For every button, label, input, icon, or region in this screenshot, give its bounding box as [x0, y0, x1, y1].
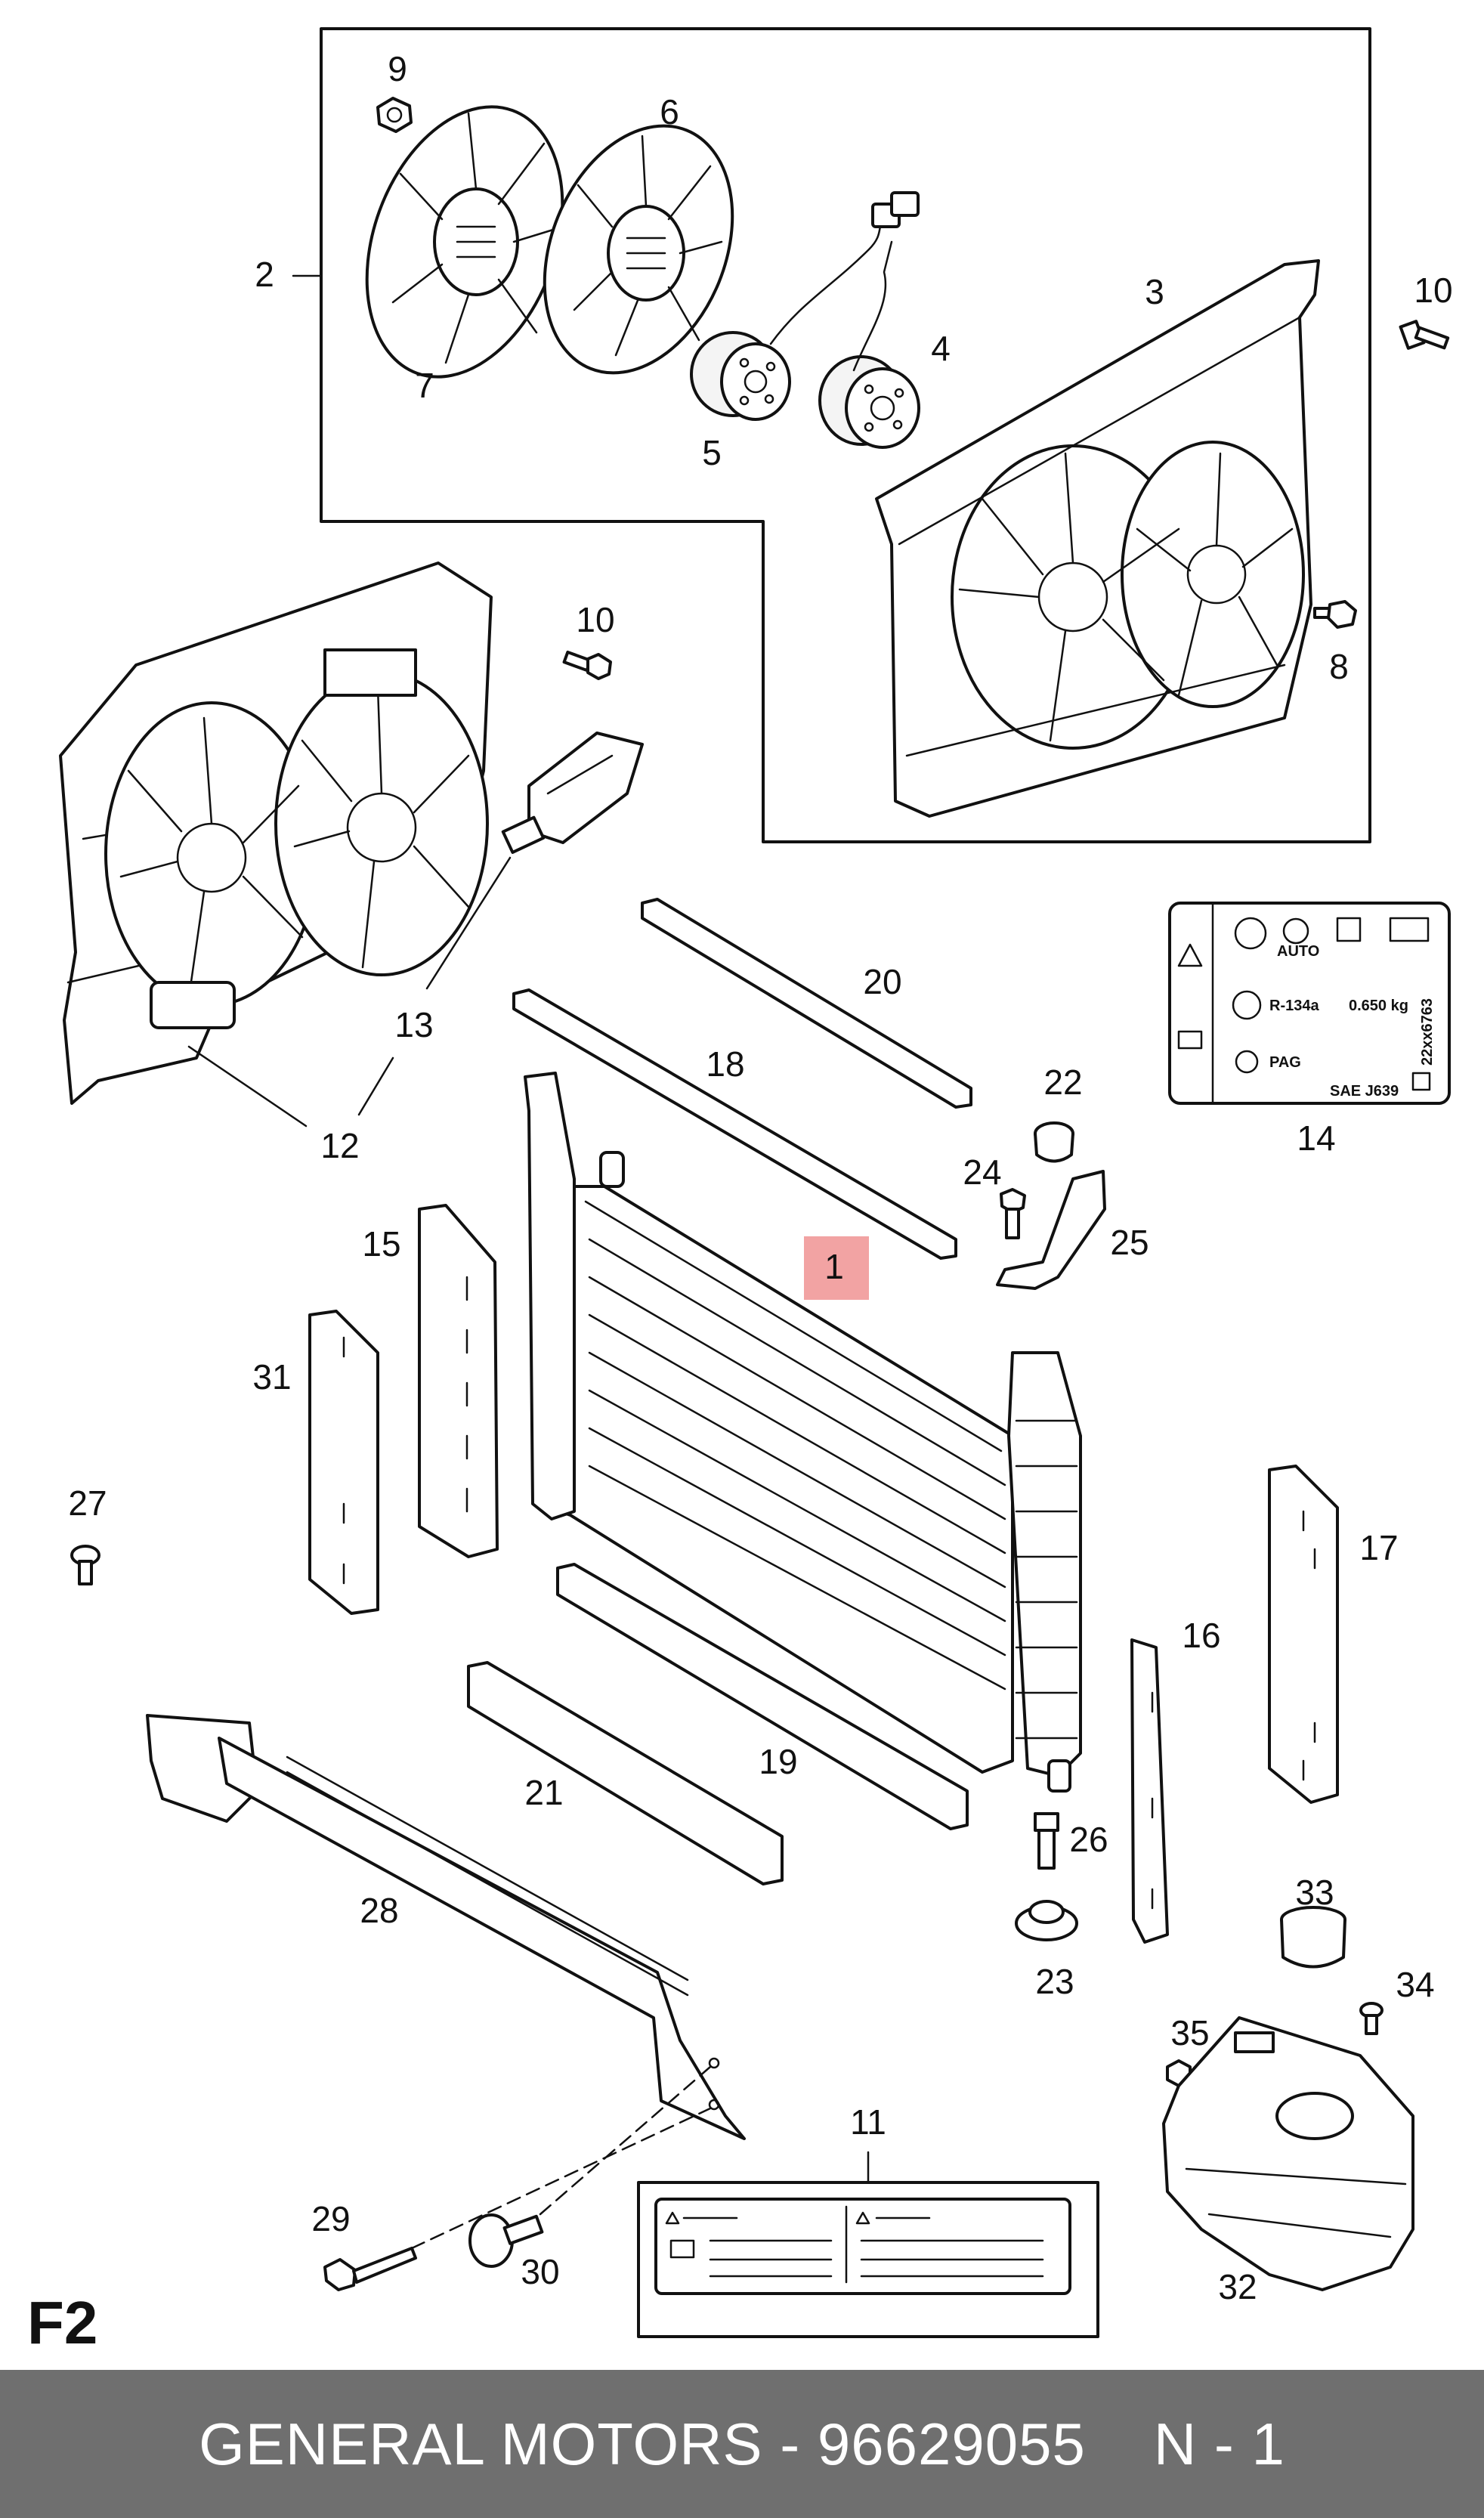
footer-separator: - — [762, 2410, 818, 2477]
callout-15: 15 — [362, 1224, 400, 1264]
footer-sheet: N - 1 — [1153, 2410, 1285, 2477]
callout-9: 9 — [388, 49, 407, 88]
bolt-29-drawing — [323, 2247, 417, 2291]
seal-19-drawing — [556, 1563, 969, 1830]
callout-35: 35 — [1170, 2013, 1209, 2052]
dashed-line — [410, 2065, 712, 2250]
warning-label-11-drawing — [637, 2151, 1099, 2338]
callout-4: 4 — [931, 329, 951, 368]
refrigerant-label-14-drawing — [1168, 902, 1451, 1105]
label14-standard: SAE J639 — [1330, 1083, 1399, 1100]
fan-blade-6-drawing — [543, 124, 734, 375]
footer-brand: GENERAL MOTORS — [199, 2410, 763, 2477]
callout-11: 11 — [850, 2102, 886, 2142]
bracket-25-drawing — [996, 1170, 1106, 1290]
callout-10a: 10 — [1414, 271, 1452, 310]
leader-13 — [357, 856, 512, 1116]
page-code: F2 — [27, 2289, 98, 2356]
callout-16: 16 — [1182, 1616, 1220, 1655]
bracket-slots — [342, 1276, 1316, 1910]
bracket-15-drawing — [418, 1204, 499, 1558]
label14-refrigerant: R-134a — [1269, 998, 1319, 1014]
bolt-27-drawing — [70, 1545, 100, 1585]
footer-part-number: 96629055 — [817, 2410, 1086, 2477]
callout-13: 13 — [394, 1005, 433, 1044]
fan-shroud-3-drawing — [875, 259, 1320, 818]
label14-oil: PAG — [1269, 1054, 1301, 1071]
bracket-17-drawing — [1268, 1465, 1339, 1804]
radiator-1-drawing — [524, 1072, 1082, 1793]
bolt-8-drawing — [1313, 600, 1357, 629]
fan-resistor-13-drawing — [501, 732, 644, 854]
clip-30-drawing — [468, 2213, 544, 2268]
seal-21-drawing — [467, 1661, 784, 1885]
bracket-31-drawing — [308, 1310, 379, 1615]
callout-32: 32 — [1218, 2267, 1257, 2306]
callout-26: 26 — [1069, 1820, 1108, 1859]
nut-9-drawing — [376, 97, 413, 133]
callout-20: 20 — [863, 962, 901, 1001]
callout-7: 7 — [415, 366, 434, 405]
callout-21: 21 — [524, 1773, 563, 1812]
callout-18: 18 — [706, 1044, 744, 1084]
fan-blade-7-drawing — [365, 105, 564, 379]
highlight-part-1 — [804, 1236, 869, 1300]
fan-group-frame — [320, 27, 1371, 843]
callout-33: 33 — [1295, 1873, 1334, 1912]
label14-auto: AUTO — [1277, 943, 1319, 960]
callout-1: 1 — [824, 1247, 844, 1286]
motor-4-drawing — [818, 355, 920, 449]
callout-17: 17 — [1359, 1528, 1398, 1567]
callout-34: 34 — [1396, 1965, 1434, 2004]
seal-20-drawing — [641, 898, 972, 1109]
callout-10b: 10 — [576, 600, 614, 639]
leader-12 — [187, 1045, 308, 1128]
callout-3: 3 — [1145, 272, 1164, 311]
callout-24: 24 — [963, 1152, 1001, 1192]
callout-28: 28 — [360, 1891, 398, 1930]
callout-8: 8 — [1329, 647, 1349, 686]
label14-charge: 0.650 kg — [1349, 998, 1408, 1014]
callout-22: 22 — [1043, 1063, 1082, 1102]
label14-part-code: 22xx6763 — [1419, 998, 1436, 1066]
callout-30: 30 — [521, 2252, 559, 2291]
callout-27: 27 — [68, 1483, 107, 1523]
bolt-26-drawing — [1034, 1812, 1059, 1870]
callout-19: 19 — [759, 1742, 797, 1781]
callout-29: 29 — [311, 2199, 350, 2238]
bolt-10b-drawing — [562, 650, 612, 680]
callout-14: 14 — [1297, 1118, 1335, 1158]
callout-12: 12 — [320, 1126, 359, 1165]
callout-5: 5 — [702, 433, 722, 472]
callout-31: 31 — [252, 1357, 291, 1397]
callout-23: 23 — [1035, 1962, 1074, 2001]
bushing-23-drawing — [1015, 1900, 1078, 1941]
exploded-parts-diagram: 2 9 6 7 5 4 3 10 8 10 13 12 14 20 18 22 … — [59, 27, 1453, 2338]
bracket-16-drawing — [1130, 1638, 1169, 1944]
callout-6: 6 — [660, 92, 679, 131]
motor-5-drawing — [690, 331, 791, 421]
bolt-10a-drawing — [1399, 320, 1450, 350]
fan-assembly-installed-drawing — [59, 561, 493, 1105]
fan-wire-harness — [769, 218, 893, 372]
bolt-34-drawing — [1359, 2002, 1384, 2035]
seal-18-drawing — [512, 988, 957, 1260]
bushing-22-drawing — [1034, 1121, 1074, 1163]
footer-bar: GENERAL MOTORS - 96629055 N - 1 — [0, 2370, 1484, 2518]
cap-33-drawing — [1280, 1906, 1346, 1969]
support-28-drawing — [146, 1714, 746, 2140]
callout-25: 25 — [1110, 1223, 1149, 1262]
callout-2: 2 — [255, 255, 274, 294]
bolt-24-drawing — [1000, 1188, 1026, 1239]
reservoir-32-drawing — [1162, 2016, 1414, 2291]
